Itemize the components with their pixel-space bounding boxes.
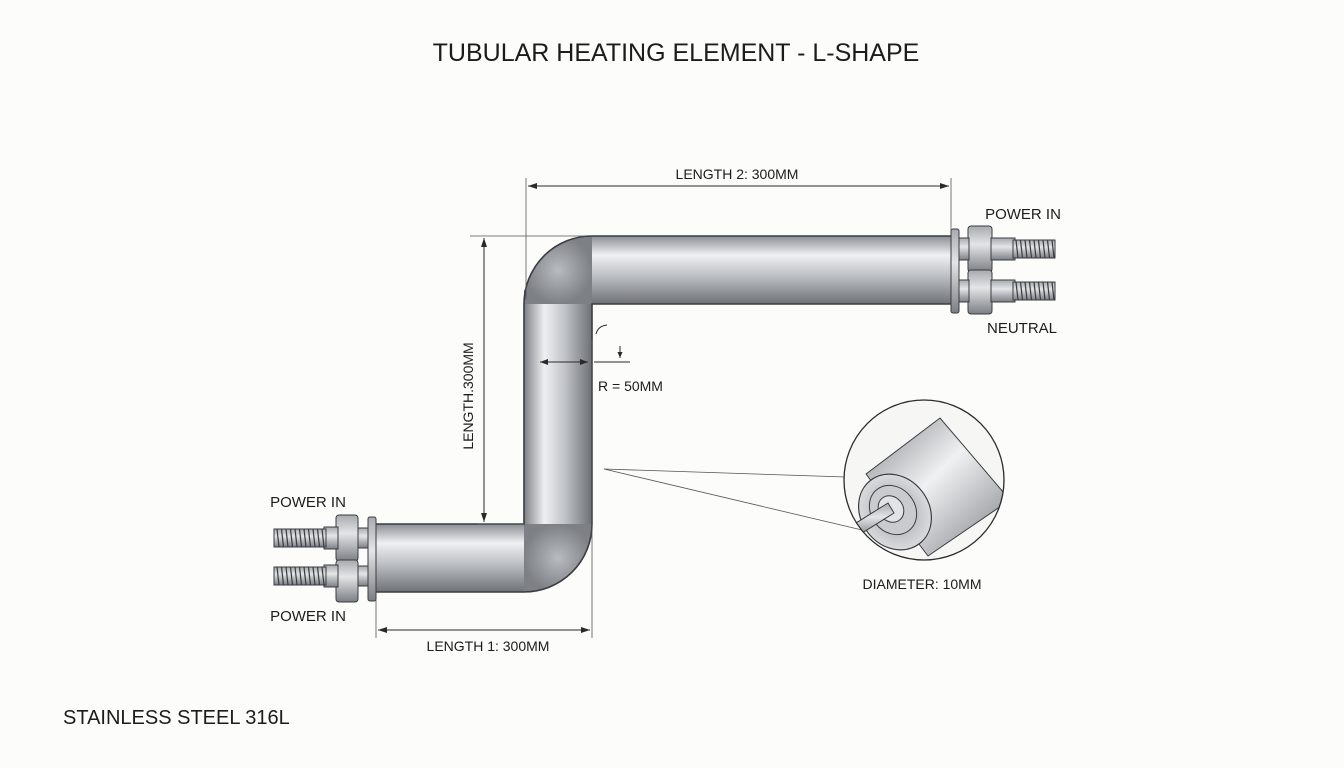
left-nut-bottom [335, 559, 359, 603]
diagram-title: TUBULAR HEATING ELEMENT - L-SHAPE [433, 39, 920, 67]
label-length-1: LENGTH 1: 300MM [427, 638, 550, 654]
right-nut-bottom [967, 269, 993, 315]
detail-callout: DIAMETER: 10MM [603, 399, 1005, 592]
tube-leg-1 [370, 524, 530, 592]
dimension-length-2: LENGTH 2: 300MM [525, 166, 952, 300]
right-terminal-assembly [950, 225, 1056, 315]
tube-bend-lower [524, 524, 592, 592]
label-length-2: LENGTH 2: 300MM [676, 166, 799, 182]
label-diameter: DIAMETER: 10MM [862, 576, 981, 592]
detail-circle [843, 399, 1005, 561]
right-flange [950, 228, 960, 314]
dimension-bend-radius: R = 50MM [540, 324, 663, 394]
tube-bend-upper [524, 236, 592, 304]
label-right-top-terminal: POWER IN [985, 206, 1061, 223]
tube-leg-vertical [524, 290, 592, 530]
left-terminal-assembly [273, 514, 377, 603]
label-right-bottom-terminal: NEUTRAL [987, 320, 1057, 337]
label-left-bottom-terminal: POWER IN [270, 608, 346, 625]
left-flange [367, 516, 377, 602]
label-length-vertical: LENGTH.300MM [460, 342, 476, 449]
material-label: STAINLESS STEEL 316L [63, 707, 290, 729]
tube-leg-2 [586, 236, 956, 304]
dimension-length-vertical: LENGTH.300MM [460, 235, 586, 525]
label-left-top-terminal: POWER IN [270, 494, 346, 511]
left-nut-top [335, 514, 359, 562]
label-bend-radius: R = 50MM [598, 378, 663, 394]
right-nut-top [967, 225, 993, 273]
heating-tube [370, 235, 956, 593]
dimension-length-1: LENGTH 1: 300MM [375, 340, 593, 654]
